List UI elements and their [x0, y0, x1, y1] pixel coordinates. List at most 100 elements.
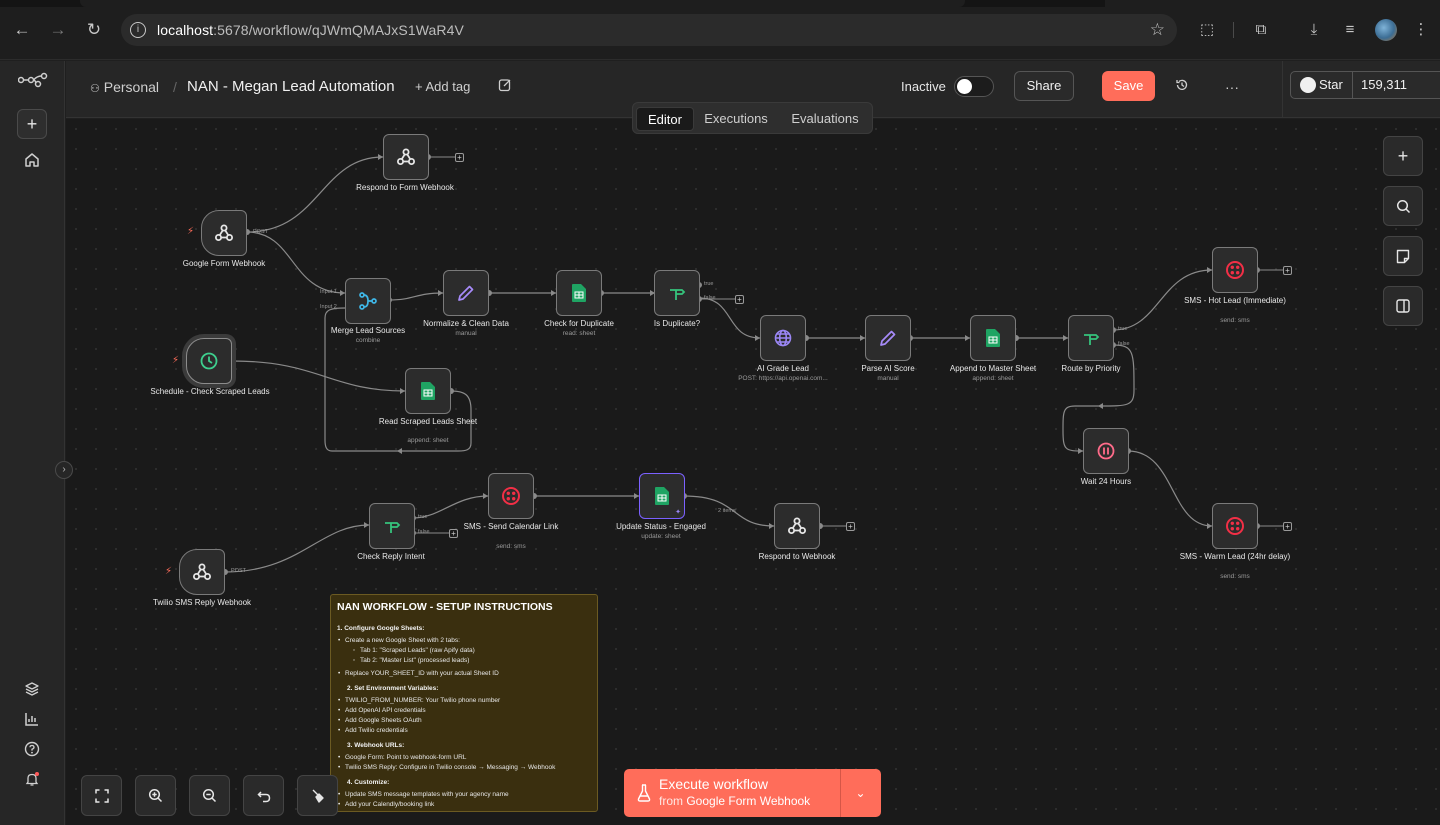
- notifications-bell-icon[interactable]: [18, 769, 46, 797]
- zoom-out-button[interactable]: [189, 775, 230, 816]
- add-node-plus[interactable]: +: [846, 522, 855, 531]
- site-info-icon[interactable]: i: [130, 22, 146, 38]
- node-check-for-duplicate[interactable]: [556, 270, 602, 316]
- address-bar[interactable]: i localhost:5678/workflow/qJWmQMAJxS1WaR…: [121, 14, 1177, 46]
- node-label: Normalize & Clean Data: [423, 319, 509, 328]
- sticky-section-1: 1. Configure Google Sheets:: [337, 625, 425, 632]
- download-icon[interactable]: ⤓: [1310, 21, 1318, 38]
- node-append-to-master-sheet[interactable]: [970, 315, 1016, 361]
- node-route-by-priority[interactable]: [1068, 315, 1114, 361]
- add-tag-button[interactable]: + Add tag: [415, 79, 471, 94]
- node-sms-hot-lead[interactable]: [1212, 247, 1258, 293]
- search-nodes-button[interactable]: [1383, 186, 1423, 226]
- node-check-reply-intent[interactable]: [369, 503, 415, 549]
- activate-toggle[interactable]: [954, 76, 994, 97]
- node-respond-to-form-webhook[interactable]: [383, 134, 429, 180]
- node-parse-ai-score[interactable]: [865, 315, 911, 361]
- port-label-false: false: [418, 529, 430, 535]
- browser-menu-icon[interactable]: ⋮: [1413, 21, 1429, 38]
- edit-description-icon[interactable]: [494, 76, 516, 98]
- sticky-list-subitem: Tab 2: "Master List" (processed leads): [337, 656, 591, 666]
- node-is-duplicate[interactable]: [654, 270, 700, 316]
- sticky-note-setup-instructions[interactable]: NAN WORKFLOW - SETUP INSTRUCTIONS 1. Con…: [330, 594, 598, 812]
- undo-icon: [256, 791, 270, 803]
- tab-evaluations[interactable]: Evaluations: [791, 111, 859, 126]
- tab-executions[interactable]: Executions: [704, 111, 768, 126]
- home-icon[interactable]: [18, 150, 46, 178]
- execute-workflow-button[interactable]: Execute workflow from Google Form Webhoo…: [624, 769, 881, 817]
- node-subtitle: read: sheet: [562, 330, 596, 337]
- node-respond-to-webhook[interactable]: [774, 503, 820, 549]
- github-star-button[interactable]: Star 159,311: [1290, 71, 1440, 99]
- toggle-knob: [957, 79, 972, 94]
- tab-search-icon[interactable]: ⧉: [1255, 21, 1267, 38]
- media-control-icon[interactable]: ≡: [1345, 21, 1355, 38]
- reload-icon[interactable]: ↻: [86, 20, 102, 39]
- trigger-bolt-icon: ⚡: [172, 355, 180, 366]
- github-star-label: Star: [1319, 77, 1343, 92]
- more-options-icon[interactable]: ···: [1225, 79, 1239, 95]
- url-text[interactable]: localhost:5678/workflow/qJWmQMAJxS1WaR4V: [157, 22, 464, 38]
- forward-icon[interactable]: →: [49, 20, 67, 39]
- expand-sidebar-chevron-icon[interactable]: ›: [55, 461, 73, 479]
- add-node-plus[interactable]: +: [449, 529, 458, 538]
- if-branch-icon: [1069, 316, 1112, 359]
- node-google-form-webhook[interactable]: [201, 210, 247, 256]
- node-sms-send-calendar-link[interactable]: [488, 473, 534, 519]
- breadcrumb-project[interactable]: ⚇ Personal: [90, 79, 159, 95]
- execute-trigger-node: Google Form Webhook: [686, 794, 811, 808]
- add-node-button[interactable]: +: [1383, 136, 1423, 176]
- add-node-plus[interactable]: +: [1283, 522, 1292, 531]
- insights-icon[interactable]: [18, 709, 46, 737]
- back-icon[interactable]: ←: [13, 20, 31, 39]
- history-icon[interactable]: [1171, 76, 1193, 98]
- add-node-plus[interactable]: +: [1283, 266, 1292, 275]
- node-schedule-check-scraped-leads[interactable]: [186, 338, 232, 384]
- browser-tab[interactable]: [80, 0, 965, 7]
- share-button[interactable]: Share: [1014, 71, 1074, 101]
- sticky-list-item: Google Form: Point to webhook-form URL: [337, 753, 591, 763]
- node-update-status-engaged[interactable]: ✦: [639, 473, 685, 519]
- tidy-up-button[interactable]: [297, 775, 338, 816]
- clock-icon: [187, 339, 230, 382]
- twilio-icon: [1213, 248, 1256, 291]
- node-subtitle: send: sms: [1220, 317, 1250, 324]
- webhook-icon: [775, 504, 818, 547]
- templates-icon[interactable]: [18, 679, 46, 707]
- node-ai-grade-lead[interactable]: [760, 315, 806, 361]
- google-sheets-icon: [640, 474, 683, 517]
- node-wait-24-hours[interactable]: [1083, 428, 1129, 474]
- undo-button[interactable]: [243, 775, 284, 816]
- node-label: Respond to Webhook: [758, 552, 836, 561]
- node-sms-warm-lead[interactable]: [1212, 503, 1258, 549]
- edit-pencil-icon: [444, 271, 487, 314]
- execute-split-divider: [840, 769, 841, 817]
- workflow-title[interactable]: NAN - Megan Lead Automation: [187, 78, 395, 95]
- sticky-list-subitem: Tab 1: "Scraped Leads" (raw Apify data): [337, 646, 591, 656]
- n8n-logo-icon[interactable]: [17, 70, 48, 98]
- help-icon[interactable]: [18, 739, 46, 767]
- save-button[interactable]: Save: [1102, 71, 1155, 101]
- toggle-panel-button[interactable]: [1383, 286, 1423, 326]
- node-twilio-sms-reply-webhook[interactable]: [179, 549, 225, 595]
- profile-avatar[interactable]: [1375, 19, 1397, 41]
- workflow-canvas[interactable]: [66, 119, 1440, 825]
- create-new-button[interactable]: +: [17, 109, 47, 139]
- add-node-plus[interactable]: +: [455, 153, 464, 162]
- fit-view-button[interactable]: [81, 775, 122, 816]
- add-sticky-note-button[interactable]: [1383, 236, 1423, 276]
- github-star-label-area[interactable]: Star: [1291, 72, 1353, 98]
- bookmark-star-icon[interactable]: ☆: [1149, 20, 1165, 39]
- extensions-icon[interactable]: ⬚: [1199, 21, 1215, 38]
- pause-icon: [1084, 429, 1127, 472]
- node-merge-lead-sources[interactable]: [345, 278, 391, 324]
- browser-toolbar: ← → ↻ i localhost:5678/workflow/qJWmQMAJ…: [0, 0, 1440, 60]
- url-path: :5678/workflow/qJWmQMAJxS1WaR4V: [213, 22, 464, 38]
- add-node-plus[interactable]: +: [735, 295, 744, 304]
- tab-editor[interactable]: Editor: [636, 107, 694, 131]
- node-normalize-clean-data[interactable]: [443, 270, 489, 316]
- zoom-in-button[interactable]: [135, 775, 176, 816]
- chevron-down-icon[interactable]: ⌄: [855, 786, 866, 800]
- twilio-icon: [489, 474, 532, 517]
- node-read-scraped-leads-sheet[interactable]: [405, 368, 451, 414]
